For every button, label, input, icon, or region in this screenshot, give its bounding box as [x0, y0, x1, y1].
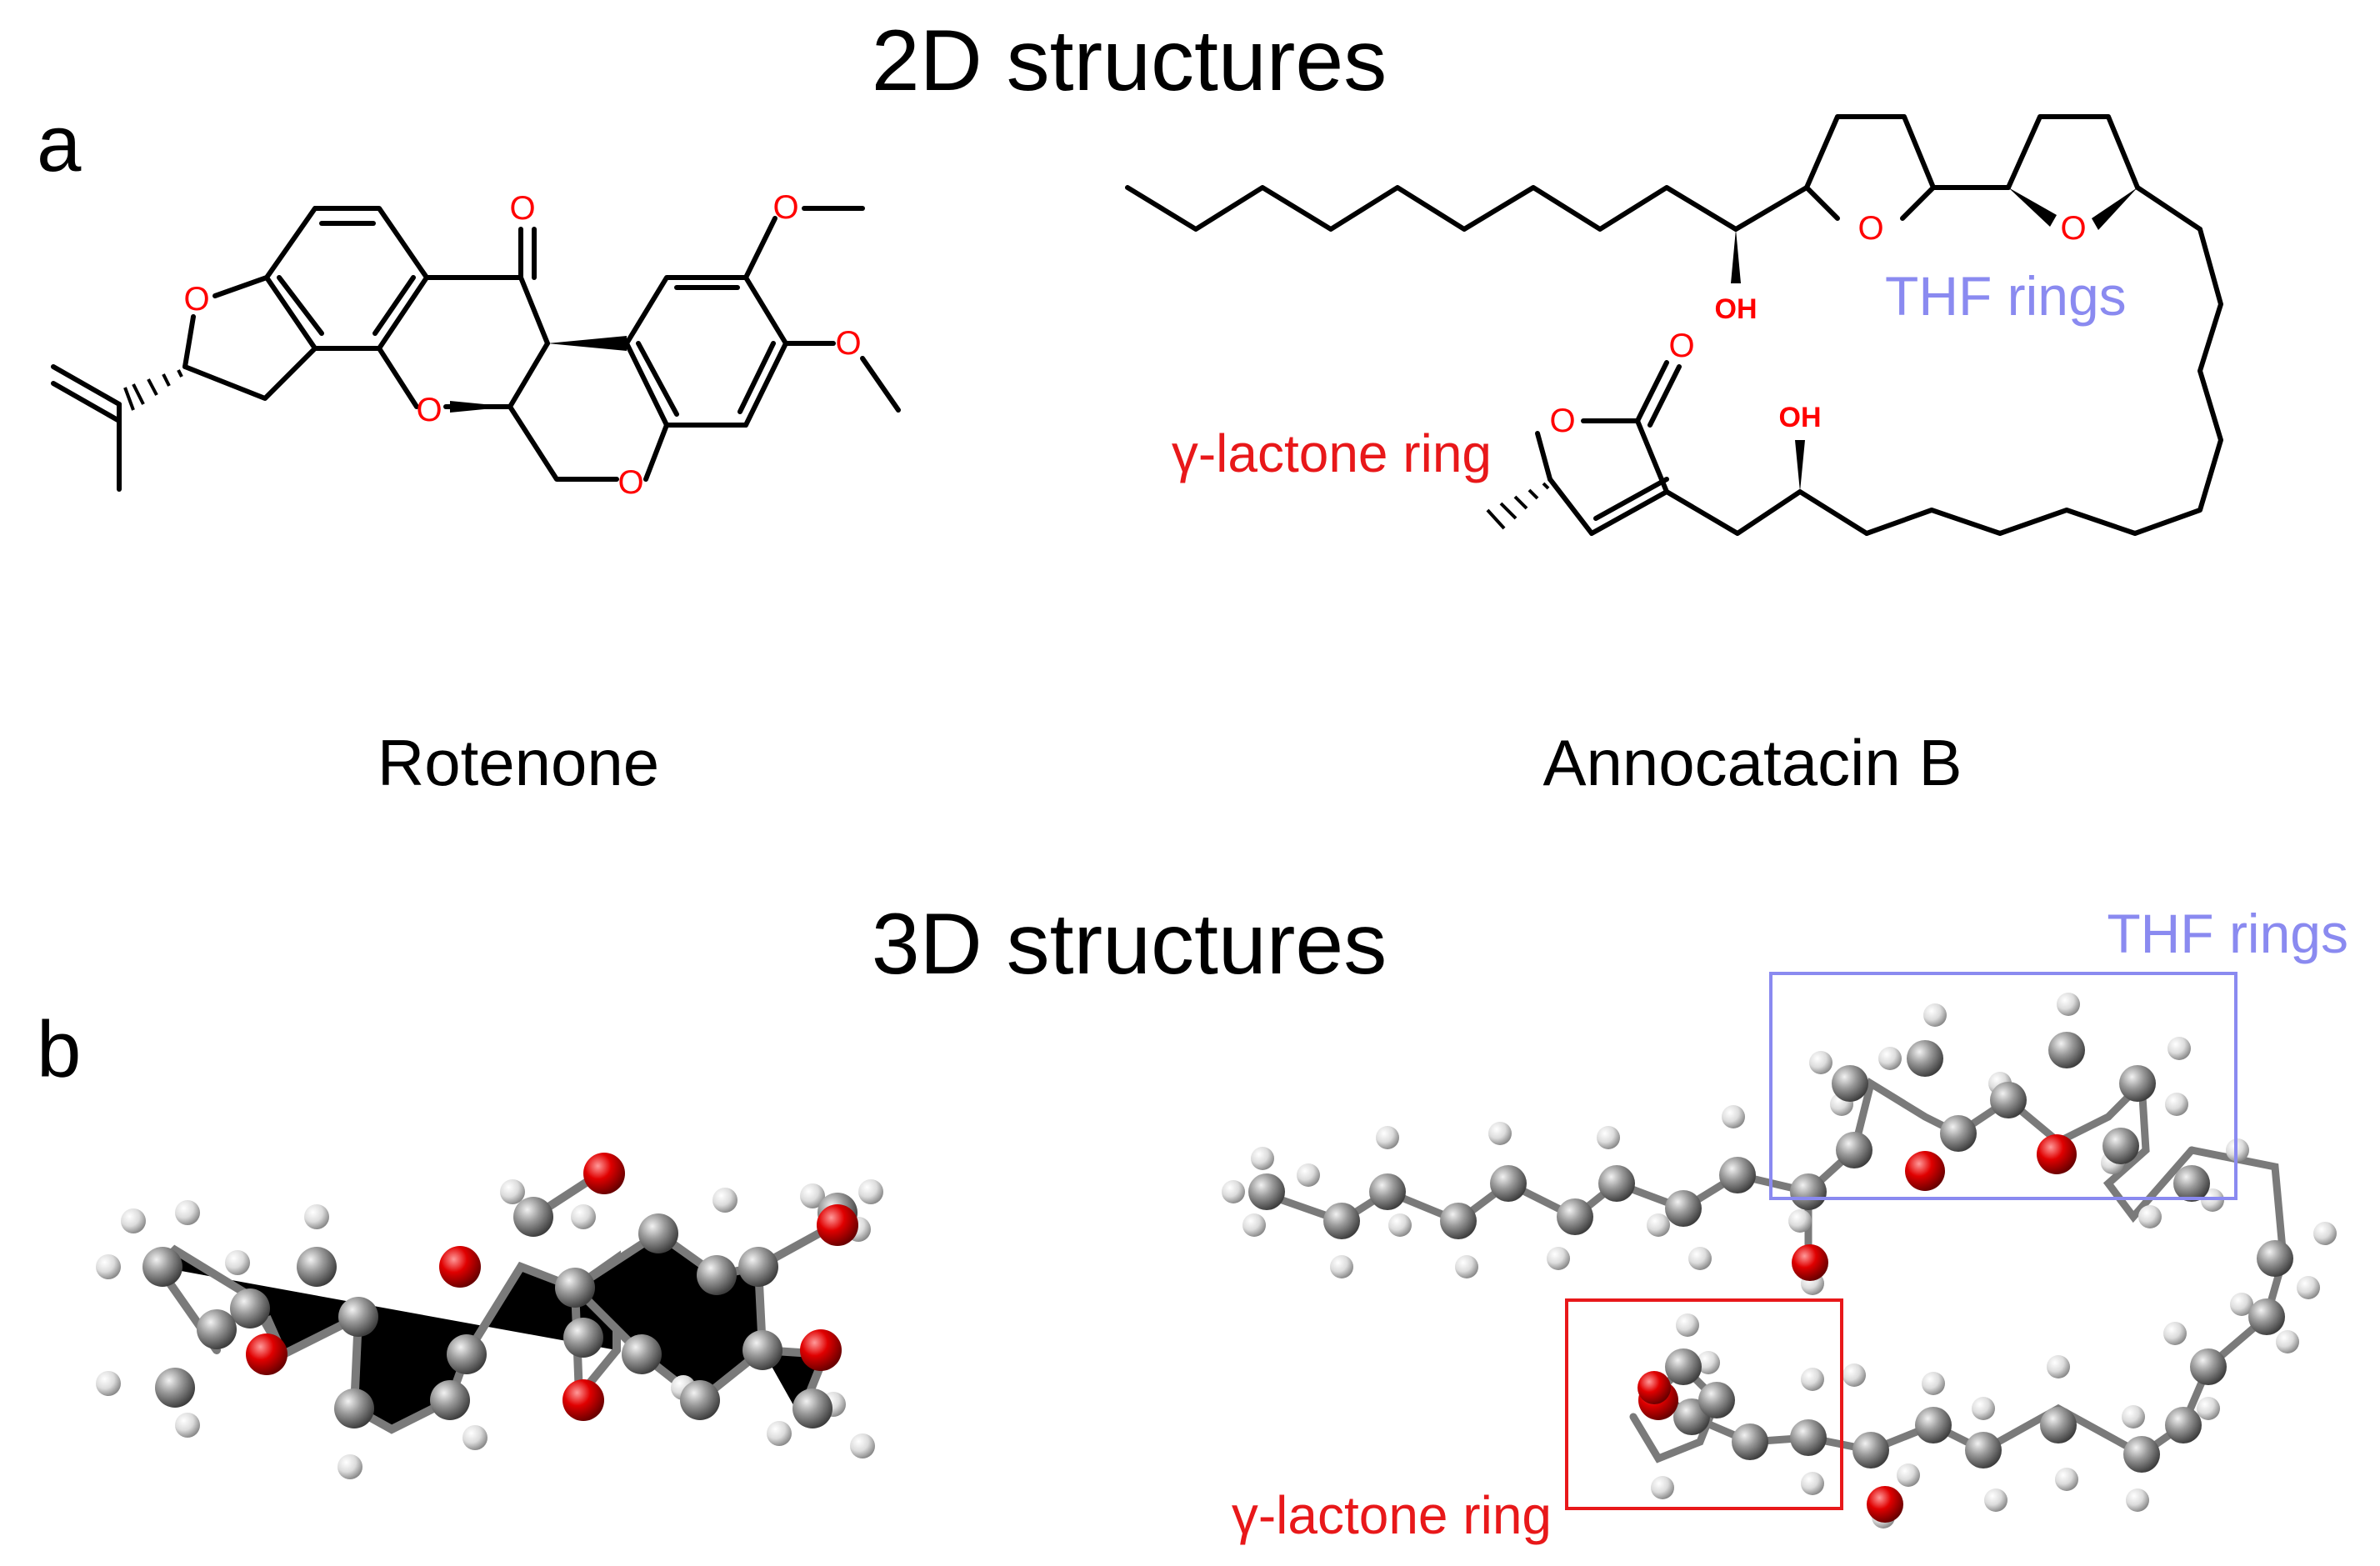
- oxygen-atom-label: O: [416, 392, 442, 428]
- wedge-bond: [1731, 229, 1741, 283]
- section-title-3d: 3D structures: [872, 896, 1387, 993]
- lactone-ring-highlight-box: [1565, 1298, 1843, 1510]
- wedge-bond: [2092, 188, 2138, 230]
- thf-rings-annotation-2d: THF rings: [1885, 265, 2127, 327]
- panel-label-b: b: [37, 1005, 81, 1094]
- wedge-bond: [548, 336, 627, 351]
- section-title-2d: 2D structures: [872, 13, 1387, 109]
- compound-name-annocatacin-b: Annocatacin B: [1542, 726, 1962, 799]
- oxygen-atom-label: O: [772, 189, 798, 226]
- compound-name-rotenone: Rotenone: [378, 726, 659, 799]
- wedge-bond: [450, 401, 510, 413]
- oxygen-atom-label: O: [618, 464, 643, 501]
- oxygen-atom-label: O: [835, 325, 861, 362]
- oxygen-atom-label: O: [183, 281, 209, 318]
- thf-rings-highlight-box: [1769, 972, 2238, 1200]
- hydroxyl-label: OH: [1779, 402, 1822, 433]
- rotenone-3d-model: [96, 1153, 883, 1479]
- annocatacin-b-2d-structure: [1125, 114, 2223, 536]
- oxygen-atom-label: O: [1668, 328, 1694, 364]
- panel-label-a: a: [37, 99, 82, 188]
- lactone-ring-annotation-2d: γ-lactone ring: [1172, 423, 1492, 483]
- oxygen-atom-label: O: [509, 190, 535, 227]
- annocatacin-b-3d-model: [1222, 993, 2337, 1528]
- oxygen-atom-label: O: [1858, 210, 1883, 247]
- oxygen-atom-label: O: [2060, 210, 2086, 247]
- hashed-wedge-bond: [1486, 482, 1550, 530]
- hydroxyl-label: OH: [1715, 293, 1758, 325]
- lactone-ring-annotation-3d: γ-lactone ring: [1232, 1485, 1552, 1545]
- rotenone-2d-structure: [51, 206, 901, 492]
- hashed-wedge-bond: [123, 369, 183, 411]
- wedge-bond: [2008, 188, 2057, 227]
- thf-rings-annotation-3d: THF rings: [2107, 903, 2348, 964]
- oxygen-atom-label: O: [1549, 403, 1575, 439]
- wedge-bond: [1795, 440, 1805, 492]
